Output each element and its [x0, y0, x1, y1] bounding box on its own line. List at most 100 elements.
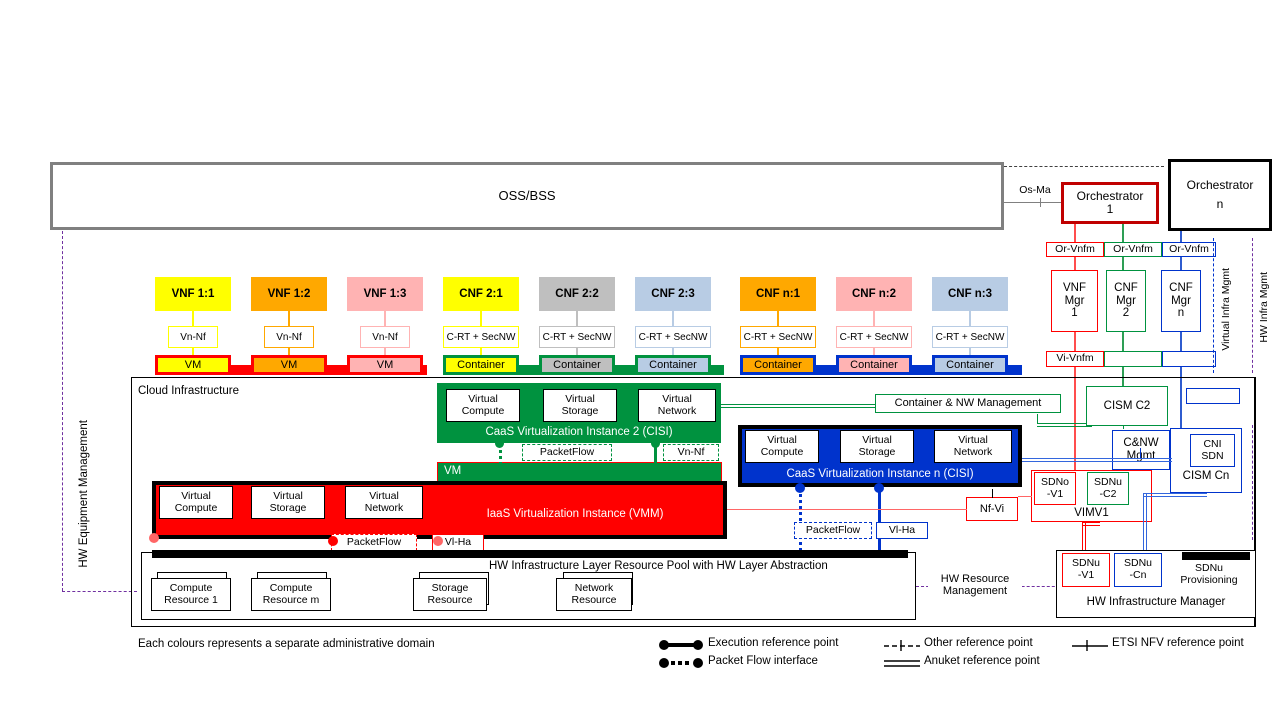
vmm-virtual-compute[interactable]: Virtual Compute	[159, 486, 233, 519]
nf-box-vnf-1-3[interactable]: VNF 1:3	[347, 277, 423, 311]
nf-host-7[interactable]: Container	[740, 355, 816, 375]
nf-box-vnf-1-2[interactable]: VNF 1:2	[251, 277, 327, 311]
vi-vnfm-n[interactable]	[1162, 351, 1216, 367]
hw-pool-label: HW Infrastructure Layer Resource Pool wi…	[489, 560, 828, 572]
hw-equipment-mgmt-dashed-bottom	[62, 591, 137, 592]
legend-anuket-symbol	[884, 656, 920, 668]
orchestrator-1-box[interactable]: Orchestrator 1	[1061, 182, 1159, 224]
sdnu-c2-box[interactable]: SDNu -C2	[1087, 472, 1129, 505]
vi-vnfm-n-lower[interactable]	[1186, 388, 1240, 404]
nf-host-4[interactable]: Container	[443, 355, 519, 375]
nf-host-2[interactable]: VM	[251, 355, 327, 375]
hw-equipment-mgmt-dashed-line	[62, 231, 63, 591]
or-vnfm-n[interactable]: Or-Vnfm	[1162, 242, 1216, 257]
cisin-packetflow-dot-top	[795, 483, 805, 493]
cisin-packetflow-rp[interactable]: PacketFlow	[794, 522, 872, 539]
nf-reference-point-9[interactable]: C-RT + SecNW	[932, 326, 1008, 348]
nf-host-6[interactable]: Container	[635, 355, 711, 375]
nf-reference-point-6[interactable]: C-RT + SecNW	[635, 326, 711, 348]
or-vnfm-2[interactable]: Or-Vnfm	[1104, 242, 1162, 257]
virtual-infra-mgmt-dashed-line	[1213, 238, 1214, 373]
right-purple-dashed-vertical	[1252, 425, 1253, 540]
vi-vnfm-2[interactable]	[1104, 351, 1162, 367]
nf-box-cnf-n-2[interactable]: CNF n:2	[836, 277, 912, 311]
him-sdnu-provisioning[interactable]: SDNu Provisioning	[1180, 562, 1238, 586]
nf-vi-box[interactable]: Nf-Vi	[966, 497, 1018, 521]
hw-resource-mgmt-label: HW Resource Management	[928, 566, 1022, 604]
cisi2-virtual-compute[interactable]: Virtual Compute	[446, 389, 520, 422]
vmm-packetflow-rp[interactable]: PacketFlow	[331, 534, 417, 551]
nf-reference-point-2[interactable]: Vn-Nf	[264, 326, 314, 348]
etsi-ref-icon	[1072, 640, 1108, 651]
legend-packetflow-label: Packet Flow interface	[708, 655, 818, 667]
cisin-virtual-network[interactable]: Virtual Network	[934, 430, 1012, 463]
cnf-mgr-n-box[interactable]: CNF Mgr n	[1161, 270, 1201, 332]
him-label: HW Infrastructure Manager	[1086, 595, 1226, 608]
nf-host-8[interactable]: Container	[836, 355, 912, 375]
cni-sdn-box[interactable]: CNI SDN	[1190, 434, 1235, 467]
nf-reference-point-7[interactable]: C-RT + SecNW	[740, 326, 816, 348]
cisin-virtual-compute[interactable]: Virtual Compute	[745, 430, 819, 463]
cisi2-virtual-storage[interactable]: Virtual Storage	[543, 389, 617, 422]
nf-reference-point-5[interactable]: C-RT + SecNW	[539, 326, 615, 348]
him-sdnu-v1[interactable]: SDNu -V1	[1062, 553, 1110, 587]
nf-reference-point-label: C-RT + SecNW	[542, 331, 612, 343]
orchestrator1-to-vnfmgr1-line	[1074, 224, 1076, 520]
nf-reference-point-label: C-RT + SecNW	[839, 331, 909, 343]
hw-resource-compute-m[interactable]: Compute Resource m	[251, 578, 331, 611]
vmm-left-dot	[149, 533, 159, 543]
hw-resource-compute-1[interactable]: Compute Resource 1	[151, 578, 231, 611]
cism-c2-box[interactable]: CISM C2	[1086, 386, 1168, 426]
legend-etsi-symbol	[1072, 638, 1108, 651]
cisi2-virtual-network[interactable]: Virtual Network	[638, 389, 716, 422]
nf-reference-point-label: Vn-Nf	[180, 331, 206, 343]
hw-infra-mgmt-dashed-line	[1252, 238, 1253, 373]
ossbss-label: OSS/BSS	[498, 187, 556, 203]
container-nw-management-box[interactable]: Container & NW Management	[875, 394, 1061, 413]
nf-host-1[interactable]: VM	[155, 355, 231, 375]
nf-box-cnf-n-1[interactable]: CNF n:1	[740, 277, 816, 311]
nf-box-vnf-1-1[interactable]: VNF 1:1	[155, 277, 231, 311]
legend-note: Each colours represents a separate admin…	[138, 638, 435, 650]
sdno-v1-box[interactable]: SDNo -V1	[1034, 472, 1076, 505]
legend-execution-label: Execution reference point	[708, 637, 839, 649]
nf-label: VNF 1:2	[267, 287, 311, 300]
hw-infra-mgmt-label: HW Infra Mgmt	[1258, 272, 1270, 343]
nf-reference-point-3[interactable]: Vn-Nf	[360, 326, 410, 348]
nf-reference-point-4[interactable]: C-RT + SecNW	[443, 326, 519, 348]
nf-host-9[interactable]: Container	[932, 355, 1008, 375]
nf-box-cnf-2-3[interactable]: CNF 2:3	[635, 277, 711, 311]
vmm-virtual-network[interactable]: Virtual Network	[345, 486, 423, 519]
nf-host-5[interactable]: Container	[539, 355, 615, 375]
nf-reference-point-label: Vn-Nf	[276, 331, 302, 343]
vnf-mgr-1-box[interactable]: VNF Mgr 1	[1051, 270, 1098, 332]
hw-equipment-mgmt-label: HW Equipment Management	[78, 420, 90, 568]
hw-resource-network[interactable]: Network Resource	[556, 578, 632, 611]
legend-anuket-label: Anuket reference point	[924, 655, 1040, 667]
cisi2-vm-bar[interactable]	[437, 462, 722, 482]
vi-vnfm-1[interactable]: Vi-Vnfm	[1046, 351, 1104, 367]
anuket-tick-cism-cn	[1140, 448, 1141, 458]
nf-box-cnf-n-3[interactable]: CNF n:3	[932, 277, 1008, 311]
nf-box-cnf-2-1[interactable]: CNF 2:1	[443, 277, 519, 311]
nf-reference-point-8[interactable]: C-RT + SecNW	[836, 326, 912, 348]
cisin-vl-ha-rp[interactable]: Vl-Ha	[876, 522, 928, 539]
cloud-infrastructure-box[interactable]	[131, 377, 1255, 627]
cisi2-vn-nf-rp[interactable]: Vn-Nf	[663, 444, 719, 461]
cisi2-packetflow-rp[interactable]: PacketFlow	[522, 444, 612, 461]
nf-box-cnf-2-2[interactable]: CNF 2:2	[539, 277, 615, 311]
legend-other-label: Other reference point	[924, 637, 1033, 649]
cisin-virtual-storage[interactable]: Virtual Storage	[840, 430, 914, 463]
cisi2-vn-nf-line	[654, 443, 657, 491]
hw-resource-storage[interactable]: Storage Resource	[413, 578, 487, 611]
legend-etsi-label: ETSI NFV reference point	[1112, 637, 1244, 649]
cnf-mgr-2-box[interactable]: CNF Mgr 2	[1106, 270, 1146, 332]
nf-reference-point-1[interactable]: Vn-Nf	[168, 326, 218, 348]
cnw-mgmt-box[interactable]: C&NW Mgmt	[1112, 430, 1170, 470]
vmm-virtual-storage[interactable]: Virtual Storage	[251, 486, 325, 519]
ossbss-box[interactable]: OSS/BSS	[50, 162, 1004, 230]
or-vnfm-1[interactable]: Or-Vnfm	[1046, 242, 1104, 257]
orchestrator-n-box[interactable]: Orchestrator n	[1168, 159, 1272, 231]
him-sdnu-cn[interactable]: SDNu -Cn	[1114, 553, 1162, 587]
nf-host-3[interactable]: VM	[347, 355, 423, 375]
